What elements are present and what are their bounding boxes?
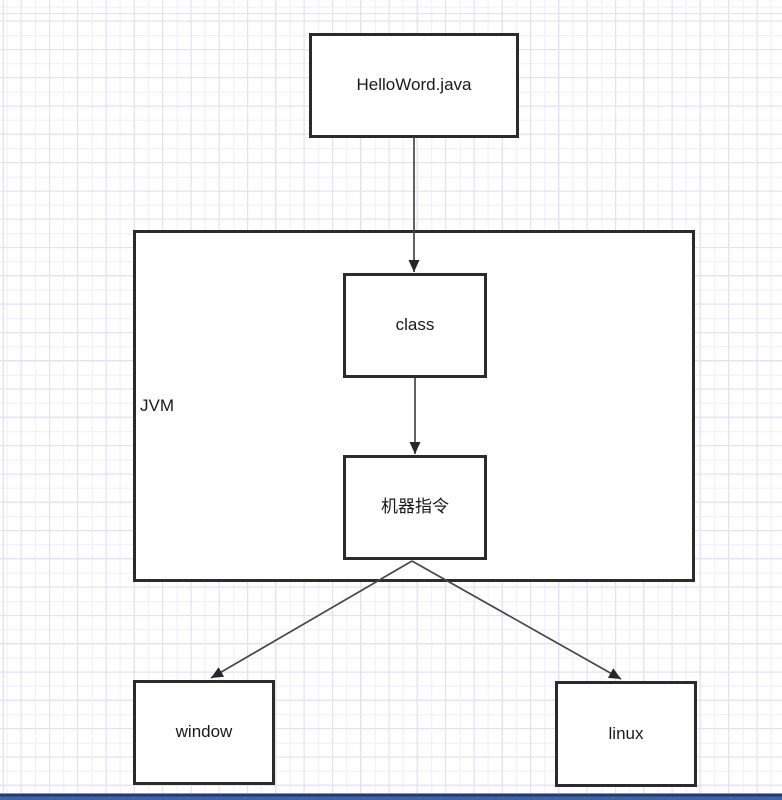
node-linux[interactable]: linux (555, 681, 697, 787)
node-machine-instructions[interactable]: 机器指令 (343, 455, 487, 560)
node-class-label: class (395, 315, 435, 335)
node-jvm-label: JVM (140, 395, 174, 415)
node-helloword-label: HelloWord.java (356, 75, 472, 95)
node-helloword-java[interactable]: HelloWord.java (309, 33, 519, 138)
node-linux-label: linux (608, 723, 644, 743)
node-machine-instructions-label: 机器指令 (381, 497, 449, 517)
node-window[interactable]: window (133, 680, 275, 785)
bottom-window-edge (0, 793, 782, 800)
node-class[interactable]: class (343, 273, 487, 378)
node-window-label: window (175, 722, 233, 742)
